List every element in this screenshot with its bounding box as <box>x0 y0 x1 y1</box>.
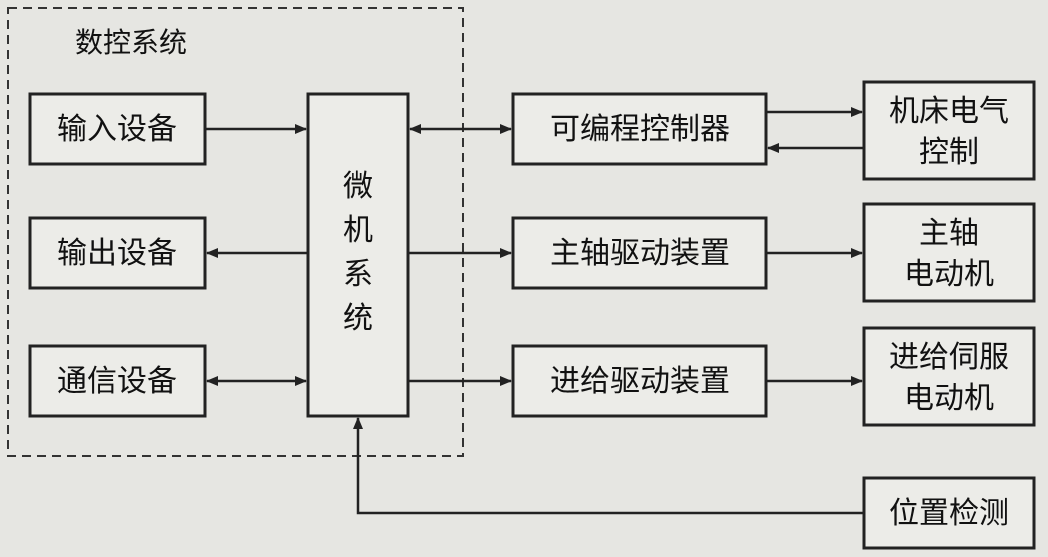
cnc-system-label: 数控系统 <box>75 26 187 59</box>
feed-servo-motor-label-2: 电动机 <box>904 381 994 416</box>
position-detection-box: 位置检测 <box>862 476 1036 550</box>
output-device-label: 输出设备 <box>57 236 177 271</box>
machine-electrical-box: 机床电气 控制 <box>862 80 1036 181</box>
feed-servo-motor-box: 进给伺服 电动机 <box>862 326 1036 427</box>
spindle-drive-box: 主轴驱动装置 <box>511 216 768 290</box>
comm-device-box: 通信设备 <box>28 344 207 418</box>
micro-char-4: 统 <box>343 301 373 336</box>
micro-char-2: 机 <box>343 213 373 248</box>
microcomputer-box: 微 机 系 统 <box>306 92 410 418</box>
machine-electrical-label-1: 机床电气 <box>889 94 1009 129</box>
arrow-position-feedback-to-micro <box>353 417 864 515</box>
feed-servo-motor-label-1: 进给伺服 <box>889 340 1009 375</box>
cnc-system-boundary <box>7 7 464 457</box>
spindle-motor-label-1: 主轴 <box>919 216 979 251</box>
plc-label: 可编程控制器 <box>550 112 730 147</box>
plc-box: 可编程控制器 <box>511 92 768 166</box>
spindle-drive-label: 主轴驱动装置 <box>550 236 730 271</box>
comm-device-label: 通信设备 <box>57 364 177 399</box>
spindle-motor-label-2: 电动机 <box>904 257 994 292</box>
spindle-motor-box: 主轴 电动机 <box>862 202 1036 303</box>
input-device-label: 输入设备 <box>57 112 177 147</box>
feed-drive-box: 进给驱动装置 <box>511 344 768 418</box>
position-detection-label: 位置检测 <box>889 496 1009 531</box>
output-device-box: 输出设备 <box>28 216 207 290</box>
feed-drive-label: 进给驱动装置 <box>550 364 730 399</box>
micro-char-3: 系 <box>343 257 373 292</box>
machine-electrical-label-2: 控制 <box>919 135 979 170</box>
input-device-box: 输入设备 <box>28 92 207 166</box>
micro-char-1: 微 <box>343 169 373 204</box>
